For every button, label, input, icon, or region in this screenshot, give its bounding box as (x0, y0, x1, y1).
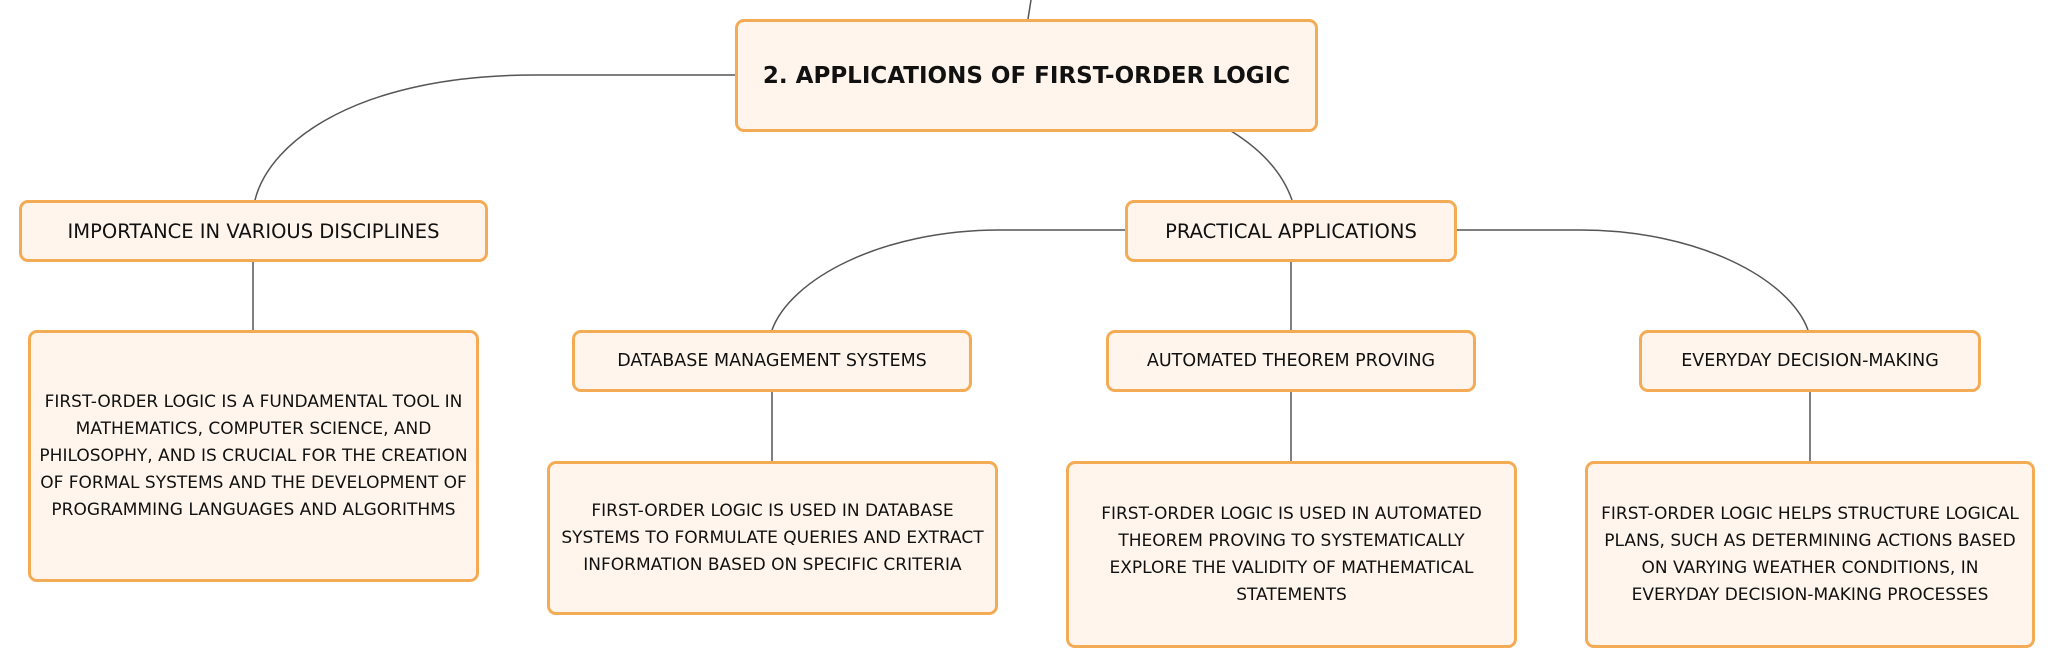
detail-node-everyday[interactable]: FIRST-ORDER LOGIC HELPS STRUCTURE LOGICA… (1585, 461, 2035, 648)
connector-root-importance (254, 74, 737, 201)
topic-label-practical: PRACTICAL APPLICATIONS (1165, 219, 1417, 243)
detail-text-theorem: FIRST-ORDER LOGIC IS USED IN AUTOMATED T… (1101, 503, 1482, 605)
connector-root-practical (1230, 130, 1293, 201)
subtopic-node-database[interactable]: DATABASE MANAGEMENT SYSTEMS (572, 330, 972, 392)
detail-node-database[interactable]: FIRST-ORDER LOGIC IS USED IN DATABASE SY… (547, 461, 998, 615)
detail-text-database: FIRST-ORDER LOGIC IS USED IN DATABASE SY… (561, 500, 984, 575)
subtopic-label-theorem: AUTOMATED THEOREM PROVING (1146, 351, 1436, 371)
subtopic-label-everyday: EVERYDAY DECISION-MAKING (1681, 351, 1939, 371)
connector-practical-everyday (1455, 229, 1809, 331)
connector-to-parent (1027, 0, 1032, 20)
root-topic-label: 2. APPLICATIONS OF FIRST-ORDER LOGIC (762, 62, 1291, 89)
root-topic-node[interactable]: 2. APPLICATIONS OF FIRST-ORDER LOGIC (735, 19, 1318, 132)
detail-node-importance[interactable]: FIRST-ORDER LOGIC IS A FUNDAMENTAL TOOL … (28, 330, 479, 582)
topic-label-importance: IMPORTANCE IN VARIOUS DISCIPLINES (67, 219, 440, 243)
detail-text-importance: FIRST-ORDER LOGIC IS A FUNDAMENTAL TOOL … (39, 391, 468, 520)
subtopic-node-theorem[interactable]: AUTOMATED THEOREM PROVING (1106, 330, 1476, 392)
subtopic-node-everyday[interactable]: EVERYDAY DECISION-MAKING (1639, 330, 1981, 392)
topic-node-importance[interactable]: IMPORTANCE IN VARIOUS DISCIPLINES (19, 200, 488, 262)
topic-node-practical[interactable]: PRACTICAL APPLICATIONS (1125, 200, 1457, 262)
subtopic-label-database: DATABASE MANAGEMENT SYSTEMS (617, 351, 927, 371)
detail-text-everyday: FIRST-ORDER LOGIC HELPS STRUCTURE LOGICA… (1601, 503, 2019, 605)
detail-node-theorem[interactable]: FIRST-ORDER LOGIC IS USED IN AUTOMATED T… (1066, 461, 1517, 648)
connector-practical-database (771, 229, 1127, 331)
